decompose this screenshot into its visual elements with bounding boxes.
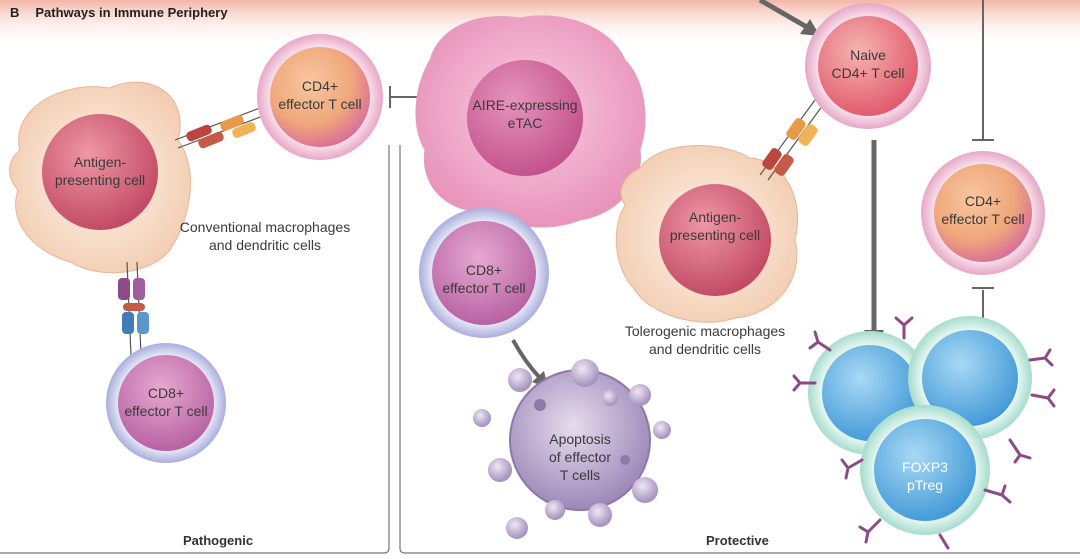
arrow-into-naive-head [800,19,820,36]
treg-cluster [808,316,1032,535]
panel-header: B Pathways in Immune Periphery [10,5,244,20]
protective-bracket [399,145,1080,554]
panel-title: Pathways in Immune Periphery [35,5,228,20]
apc-right-core [659,184,771,296]
apc-right-label: Antigen- presenting cell [669,209,761,243]
treg-receptors [792,316,1056,550]
cd8-left-core [118,355,214,451]
receptor-apc-cd4 [174,104,272,149]
pathogenic-label: Pathogenic [183,533,254,548]
panel-letter: B [10,5,20,20]
tolerogenic-annotation: Tolerogenic macrophages and dendritic ce… [624,323,786,357]
naive-label: Naive CD4+ T cell [831,47,905,81]
cd8-center-core [432,221,536,325]
pathogenic-bracket [0,145,390,554]
cd4-right-core [934,164,1032,262]
apc-left-label: Antigen- presenting cell [54,154,146,188]
cd8-to-apoptosis-arrow [511,339,542,380]
naive-core [818,16,918,116]
cd8-left-label: CD8+ effector T cell [124,385,208,419]
cd4-right-label: CD4+ effector T cell [941,193,1025,227]
arrow-into-naive [758,0,814,33]
apc-left-core [42,114,158,230]
cd8-center-label: CD8+ effector T cell [442,262,526,296]
ptreg-label: FOXP3 pTreg [902,459,948,493]
etac-label: AIRE-expressing eTAC [472,97,578,131]
cd4-left-core [270,47,370,147]
etac-core [467,60,583,176]
conventional-annotation: Conventional macrophages and dendritic c… [179,219,351,253]
receptor-apc-naive [759,99,824,181]
apoptotic-cell [473,359,671,539]
apoptosis-label: Apoptosis of effector T cells [548,431,611,483]
cd4-left-label: CD4+ effector T cell [278,78,362,112]
protective-label: Protective [706,533,769,548]
receptor-apc-cd8 [118,261,149,356]
